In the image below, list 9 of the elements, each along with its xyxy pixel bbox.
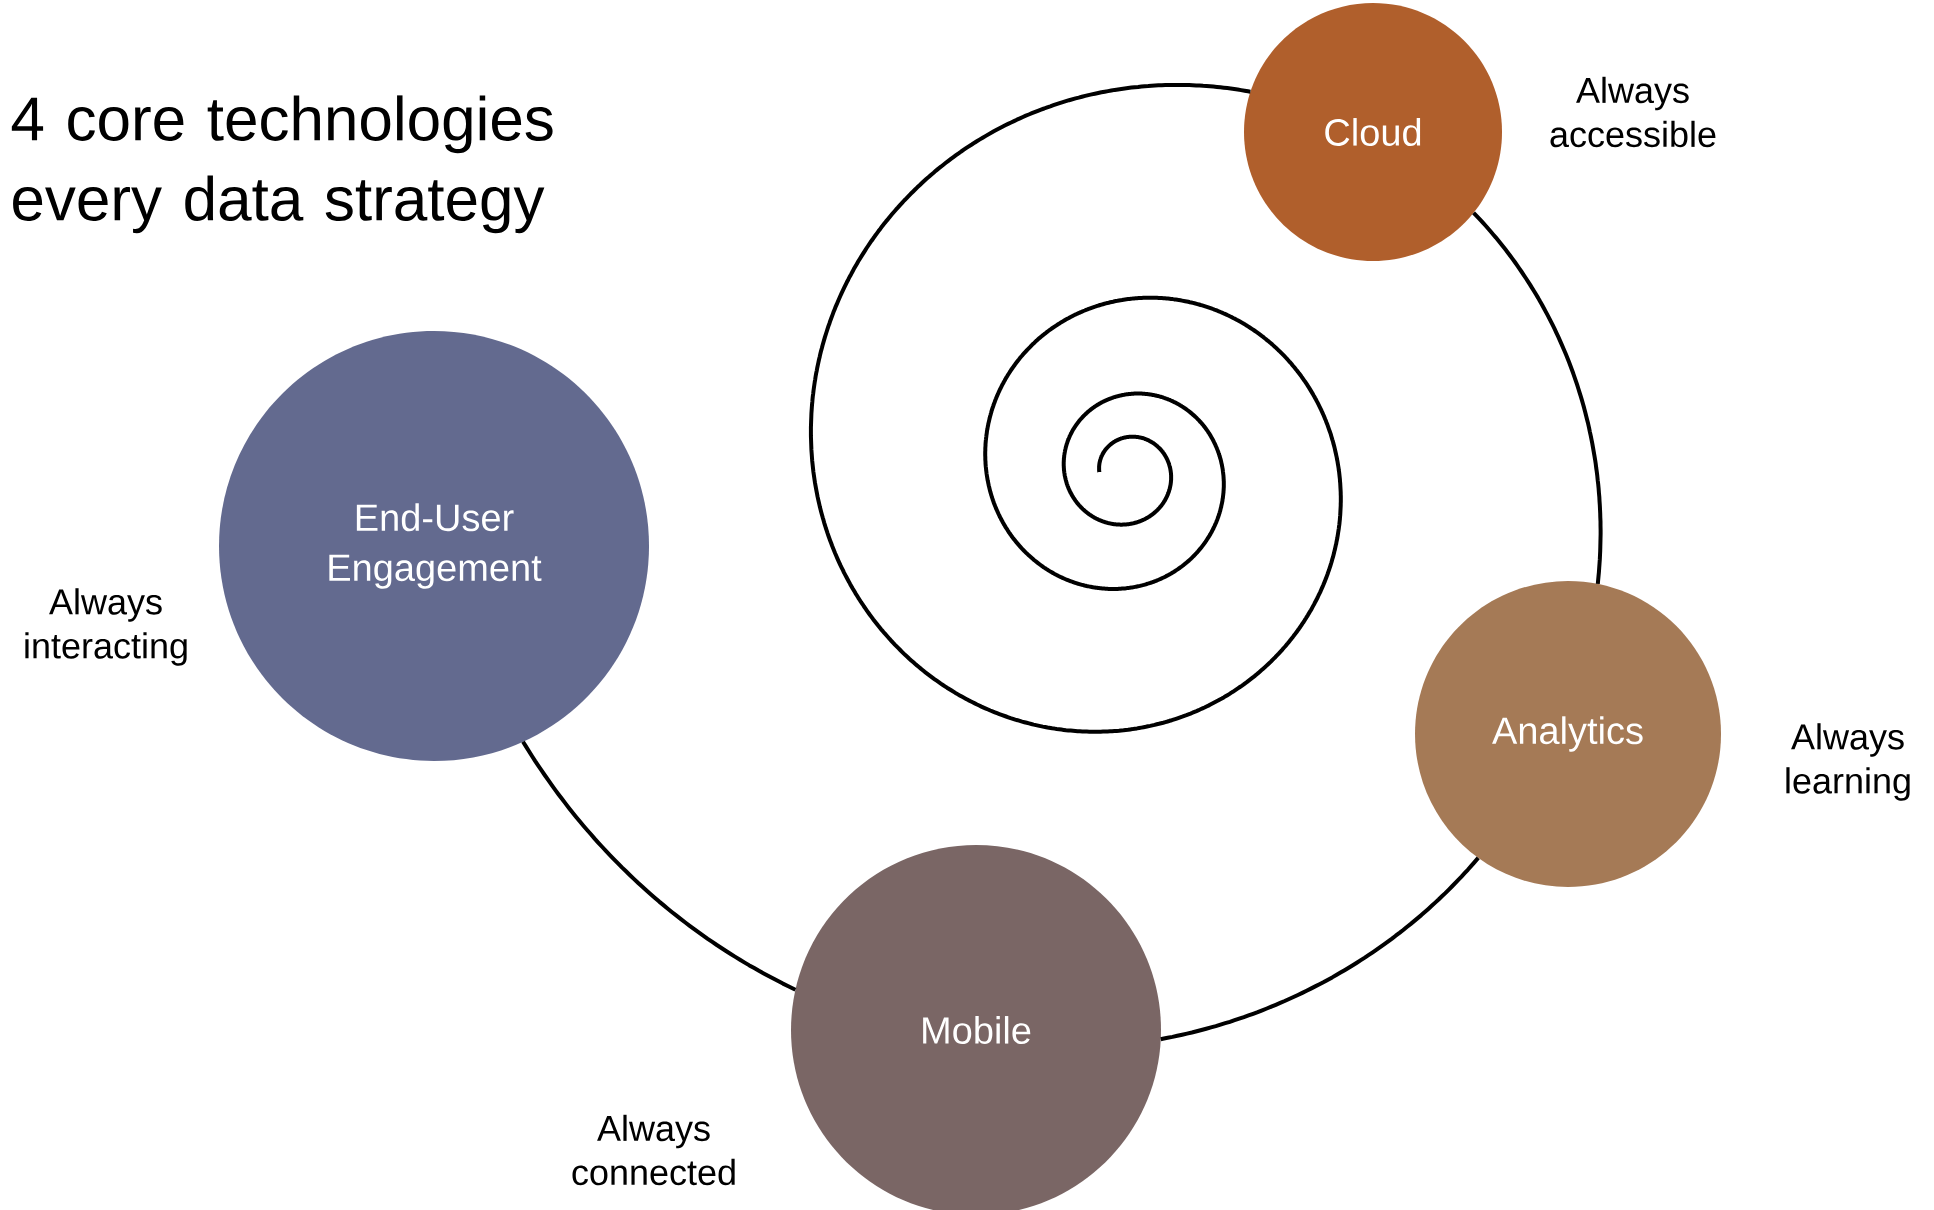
spiral-line bbox=[521, 740, 797, 992]
caption-text: Always accessible bbox=[1550, 76, 1716, 148]
caption-text: Always interacting bbox=[25, 588, 187, 666]
spiral-line bbox=[1160, 856, 1480, 1042]
caption-text: Always connected bbox=[572, 1114, 735, 1186]
caption-text: Always learning bbox=[1786, 723, 1910, 801]
spiral-line bbox=[808, 82, 1343, 734]
title: 4 core technologies every data strategy bbox=[11, 95, 553, 234]
spiral-line bbox=[1472, 211, 1603, 585]
